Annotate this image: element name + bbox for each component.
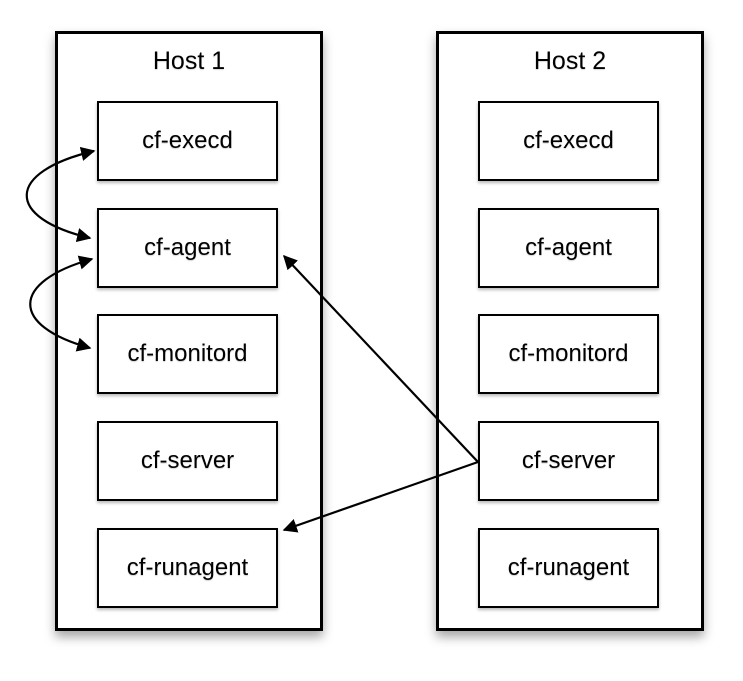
process-label: cf-agent [144, 234, 231, 261]
host1-title: Host 1 [152, 47, 226, 75]
process-label: cf-execd [523, 127, 614, 154]
host2-panel: Host 2 cf-execd cf-agent cf-monitord cf-… [436, 31, 704, 631]
host2-process-box-cf-execd: cf-execd [478, 101, 659, 181]
process-label: cf-monitord [127, 340, 248, 367]
host1-process-box-cf-server: cf-server [97, 421, 278, 501]
host2-process-box-cf-server: cf-server [478, 421, 659, 501]
process-label: cf-monitord [508, 340, 629, 367]
host2-process-box-cf-runagent: cf-runagent [478, 528, 659, 608]
host2-title: Host 2 [533, 47, 607, 75]
host1-process-box-cf-agent: cf-agent [97, 208, 278, 288]
process-label: cf-agent [525, 234, 612, 261]
process-label: cf-runagent [126, 554, 249, 581]
process-label: cf-runagent [507, 554, 630, 581]
host1-panel: Host 1 cf-execd cf-agent cf-monitord cf-… [55, 31, 323, 631]
process-label: cf-server [140, 447, 235, 474]
host1-process-box-cf-execd: cf-execd [97, 101, 278, 181]
process-label: cf-server [521, 447, 616, 474]
host1-process-box-cf-monitord: cf-monitord [97, 314, 278, 394]
host2-process-box-cf-monitord: cf-monitord [478, 314, 659, 394]
host1-process-box-cf-runagent: cf-runagent [97, 528, 278, 608]
process-label: cf-execd [142, 127, 233, 154]
host2-process-box-cf-agent: cf-agent [478, 208, 659, 288]
